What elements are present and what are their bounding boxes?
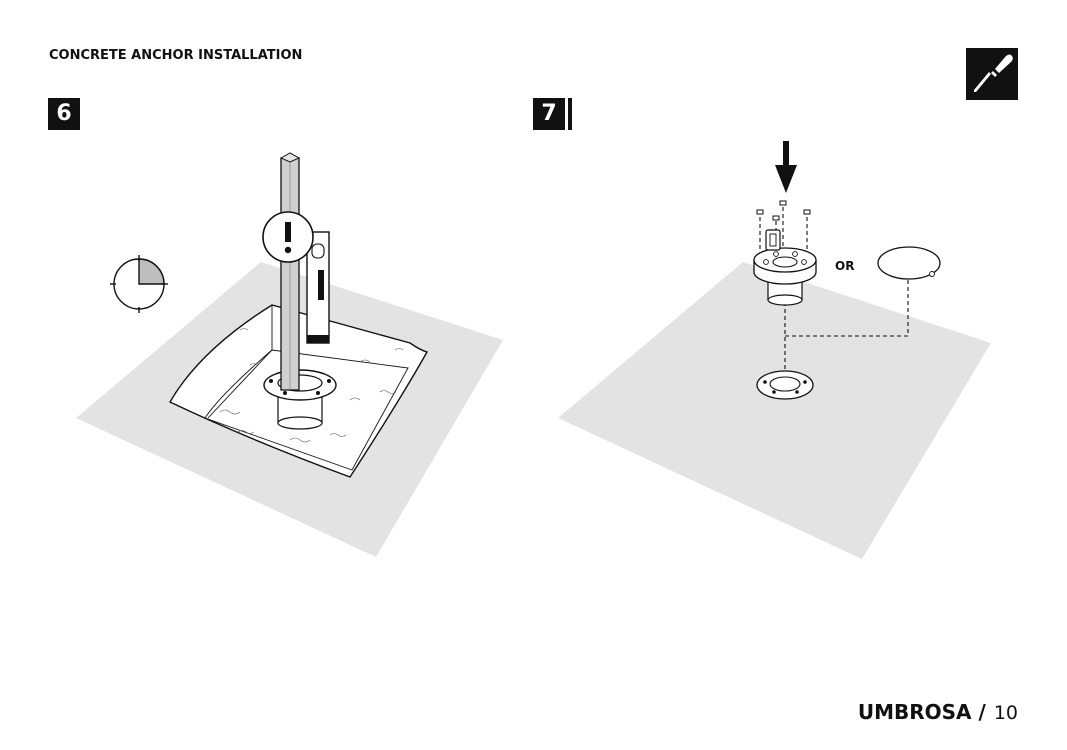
step-6-badge: 6 <box>48 98 80 130</box>
page-footer: UMBROSA / 10 <box>858 700 1018 724</box>
down-arrow-icon <box>775 141 797 193</box>
clock-quarter-icon <box>110 255 168 313</box>
step-7-illustration <box>558 141 991 559</box>
step-7-bar <box>568 98 572 130</box>
page-number: 10 <box>993 702 1018 724</box>
screwdriver-icon <box>974 54 1013 92</box>
tool-badge <box>966 48 1018 100</box>
screw-icon <box>756 200 811 221</box>
section-title: CONCRETE ANCHOR INSTALLATION <box>49 48 303 63</box>
step-7-badge: 7 <box>533 98 565 130</box>
step-6-illustration <box>76 152 503 557</box>
warning-exclamation-icon <box>262 211 314 263</box>
cap-icon <box>877 246 941 280</box>
anchor-top-plate <box>753 229 817 306</box>
embedded-anchor-ring <box>756 370 814 400</box>
level-icon <box>306 231 330 344</box>
ground-slab-7 <box>558 262 991 559</box>
or-label: OR <box>835 259 855 273</box>
brand-name: UMBROSA / <box>857 700 986 724</box>
